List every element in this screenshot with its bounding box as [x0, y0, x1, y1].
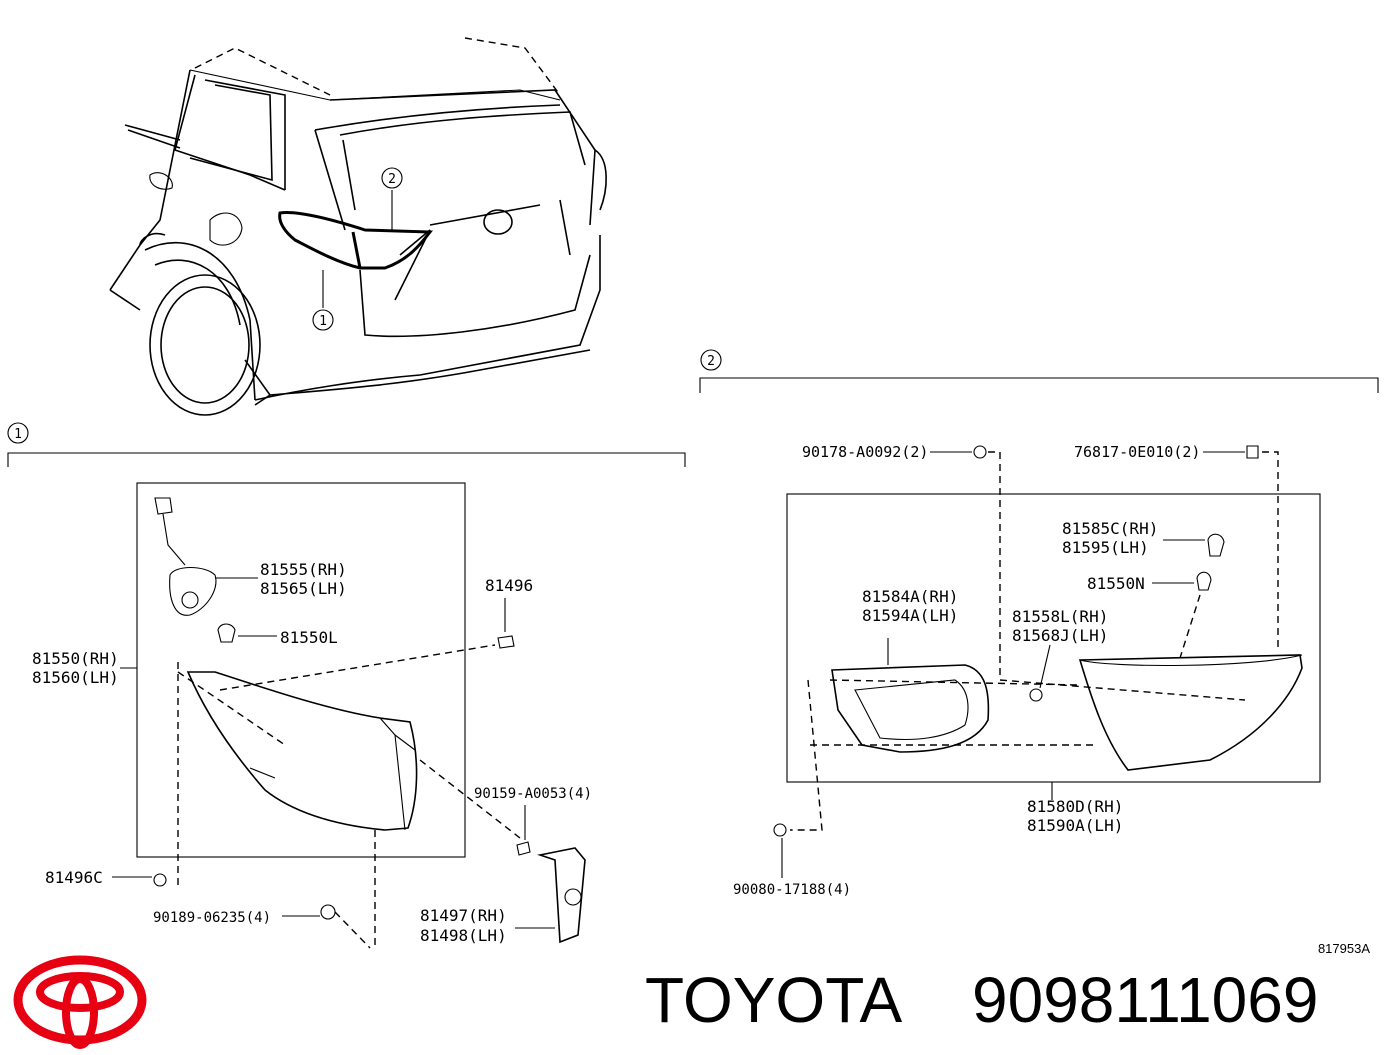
group-1-assembly-box: [136, 482, 466, 858]
label-81497: 81497(RH): [420, 906, 507, 925]
callout-1-text: 1: [14, 427, 22, 442]
rear-combination-lamp: [186, 671, 418, 831]
label-81584a: 81584A(RH): [862, 587, 958, 606]
label-81568j: 81568J(LH): [1012, 626, 1108, 645]
label-81558l: 81558L(RH): [1012, 607, 1108, 626]
part-number: 9098111069: [972, 964, 1318, 1036]
label-81560: 81560(LH): [32, 668, 119, 687]
callout-1-car: [312, 309, 334, 331]
callout-2-text: 2: [707, 354, 715, 369]
label-81496: 81496: [485, 576, 533, 595]
label-81590a: 81590A(LH): [1027, 816, 1123, 835]
label-90178: 90178-A0092(2): [802, 443, 928, 461]
label-81594a: 81594A(LH): [862, 606, 958, 625]
group-1-bracket-line: [7, 452, 686, 467]
label-81498: 81498(LH): [420, 926, 507, 945]
lamp-gasket: [831, 664, 990, 753]
callout-1-car-text: 1: [319, 314, 327, 329]
label-81550n: 81550N: [1087, 574, 1145, 593]
callout-1: [7, 422, 29, 444]
vehicle-rear-illustration: 2 1: [109, 37, 607, 416]
label-81496c: 81496C: [45, 868, 103, 887]
tail-lamp-outline: [278, 211, 433, 270]
group-2-assembly-box: [786, 493, 1321, 783]
label-81580d: 81580D(RH): [1027, 797, 1123, 816]
label-90080: 90080-17188(4): [733, 882, 851, 898]
group-2-bracket-line: [699, 377, 1379, 393]
callout-2: [700, 349, 722, 371]
back-door-lamp: [1078, 654, 1303, 771]
callout-2-car-text: 2: [388, 172, 396, 187]
label-81595: 81595(LH): [1062, 538, 1149, 557]
label-81555: 81555(RH): [260, 560, 347, 579]
brand-name: TOYOTA: [645, 964, 903, 1036]
label-90159: 90159-A0053(4): [474, 786, 592, 802]
label-90189: 90189-06235(4): [153, 910, 271, 926]
label-81565: 81565(LH): [260, 579, 347, 598]
label-81585c: 81585C(RH): [1062, 519, 1158, 538]
label-76817: 76817-0E010(2): [1074, 443, 1200, 461]
label-81550: 81550(RH): [32, 649, 119, 668]
group-2-inner-lamp: 2 90178-A0092(2): [699, 349, 1379, 898]
diagram-reference-code: 817953A: [1318, 941, 1370, 956]
label-81550l: 81550L: [280, 628, 338, 647]
callout-2-car: [381, 167, 403, 189]
group-1-outer-lamp: 1: [7, 422, 686, 950]
mounting-bracket: [536, 847, 586, 944]
toyota-logo-icon: [13, 955, 147, 1049]
